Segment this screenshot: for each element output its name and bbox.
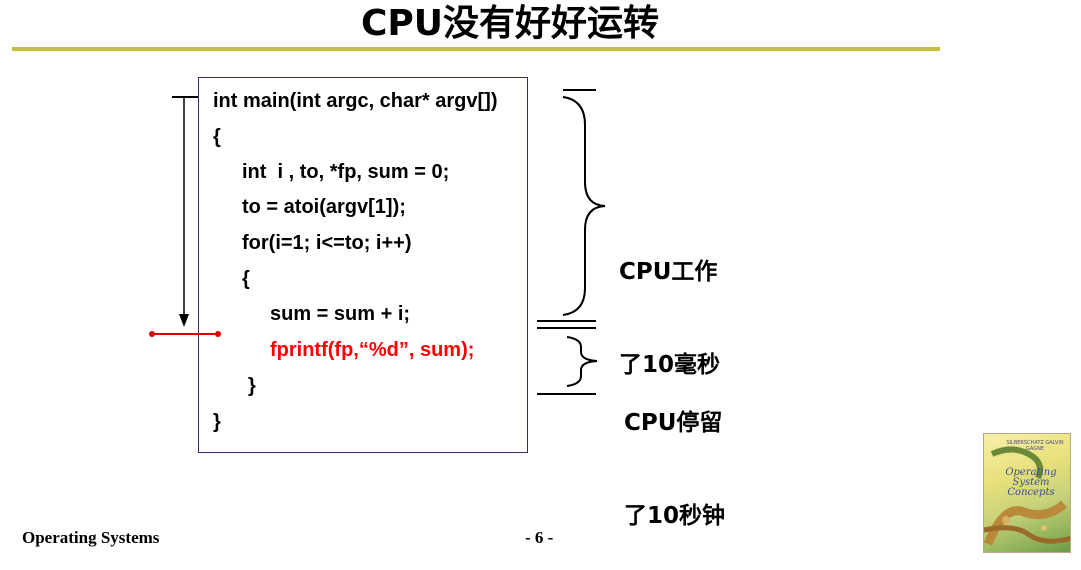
brace-cpu-stalled <box>566 336 598 387</box>
timeline-arrowhead <box>179 314 189 327</box>
code-line-1: int main(int argc, char* argv[]) <box>213 90 498 112</box>
code-line-8-highlighted: fprintf(fp,“%d”, sum); <box>270 339 475 361</box>
code-line-3: int i , to, *fp, sum = 0; <box>242 161 450 183</box>
cpu-stalled-line2: 了10秒钟 <box>624 503 726 529</box>
book-authors: SILBERSCHATZ GALVIN GAGNE <box>1006 440 1064 452</box>
code-line-6: { <box>242 268 250 290</box>
red-marker-dot-left <box>149 331 155 337</box>
dinosaur-illustration <box>984 446 1070 546</box>
footer-course-name: Operating Systems <box>22 528 160 547</box>
cpu-working-line1: CPU工作 <box>619 259 718 285</box>
footer-page-number: - 6 - <box>525 528 554 547</box>
slide-title: CPU没有好好运转 <box>360 3 660 44</box>
cpu-working-label: CPU工作 了10毫秒 <box>619 195 720 412</box>
code-line-4: to = atoi(argv[1]); <box>242 196 406 218</box>
code-line-5: for(i=1; i<=to; i++) <box>242 232 412 254</box>
brace-cpu-working <box>562 96 606 316</box>
code-line-7: sum = sum + i; <box>270 303 411 325</box>
cpu-stalled-label: CPU停留 了10秒钟 <box>624 346 725 563</box>
code-line-10: } <box>213 411 221 433</box>
red-marker-dot-right <box>215 331 221 337</box>
book-cover-image: SILBERSCHATZ GALVIN GAGNE Operating Syst… <box>983 433 1071 553</box>
code-box <box>198 77 528 453</box>
cpu-stalled-line1: CPU停留 <box>624 410 723 436</box>
book-title: Operating System Concepts <box>1005 467 1057 498</box>
code-line-9: } <box>248 375 256 397</box>
cpu-working-line2: 了10毫秒 <box>619 352 721 378</box>
code-line-2: { <box>213 126 221 148</box>
title-divider <box>12 47 940 51</box>
